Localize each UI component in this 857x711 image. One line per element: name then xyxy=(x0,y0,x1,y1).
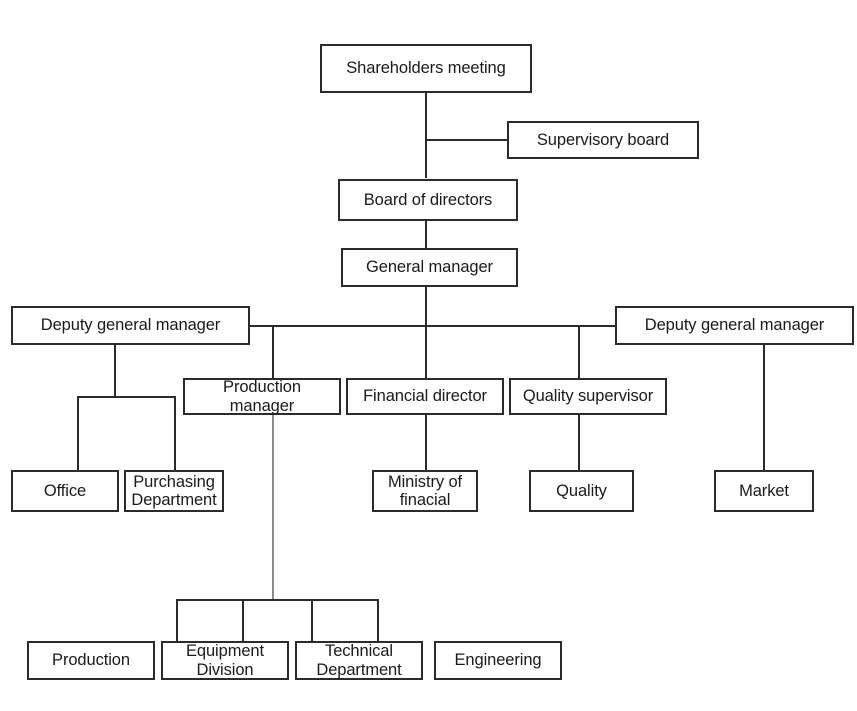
node-label-office: Office xyxy=(43,481,87,500)
node-label-deputy-general-manager-right: Deputy general manager xyxy=(644,316,825,335)
node-deputy-general-manager-right[interactable]: Deputy general manager xyxy=(615,306,854,345)
node-label-production-manager: Production manager xyxy=(223,378,301,415)
connector-bar-to-financial-director xyxy=(425,325,427,378)
node-production[interactable]: Production xyxy=(27,641,155,680)
node-quality-supervisor[interactable]: Quality supervisor xyxy=(509,378,667,415)
node-label-general-manager: General manager xyxy=(366,258,493,277)
node-general-manager[interactable]: General manager xyxy=(341,248,518,287)
node-label-equipment-division: Equipment Division xyxy=(186,642,264,679)
node-label-production: Production xyxy=(52,651,130,670)
node-ministry-of-finacial[interactable]: Ministry of finacial xyxy=(372,470,478,512)
node-label-engineering: Engineering xyxy=(454,651,542,670)
connector-bar-to-quality-supervisor xyxy=(578,325,580,378)
connector-executive-distribution-bar xyxy=(250,325,616,327)
connector-lower-bar-drop-3 xyxy=(311,599,313,641)
node-label-quality: Quality xyxy=(556,481,607,500)
connector-left-deputy-to-purchasing xyxy=(174,396,176,470)
node-purchasing-department[interactable]: Purchasing Department xyxy=(124,470,224,512)
node-label-purchasing-department: Purchasing Department xyxy=(131,472,217,509)
connector-quality-supervisor-to-quality xyxy=(578,415,580,470)
node-financial-director[interactable]: Financial director xyxy=(346,378,504,415)
node-board-of-directors[interactable]: Board of directors xyxy=(338,179,518,221)
node-supervisory-board[interactable]: Supervisory board xyxy=(507,121,699,159)
connector-bar-to-production-manager xyxy=(272,325,274,378)
connector-general-manager-down xyxy=(425,287,427,326)
node-label-shareholders-meeting: Shareholders meeting xyxy=(346,59,506,78)
node-technical-department[interactable]: Technical Department xyxy=(295,641,423,680)
connector-spine-to-supervisory-board xyxy=(425,139,508,141)
node-market[interactable]: Market xyxy=(714,470,814,512)
connector-lower-bar-drop-4 xyxy=(377,599,379,641)
connector-lower-bar-drop-2 xyxy=(242,599,244,641)
connector-financial-director-to-ministry xyxy=(425,415,427,470)
connector-left-deputy-bar xyxy=(77,396,176,398)
node-equipment-division[interactable]: Equipment Division xyxy=(161,641,289,680)
connector-left-deputy-down xyxy=(114,345,116,397)
node-shareholders-meeting[interactable]: Shareholders meeting xyxy=(320,44,532,93)
connector-production-manager-to-lower-cluster xyxy=(272,415,274,600)
node-label-market: Market xyxy=(739,481,789,500)
connector-lower-cluster-bar xyxy=(176,599,379,601)
node-label-ministry-of-finacial: Ministry of finacial xyxy=(387,472,463,509)
node-production-manager[interactable]: Production manager xyxy=(183,378,341,415)
connector-lower-bar-drop-1 xyxy=(176,599,178,641)
node-label-technical-department: Technical Department xyxy=(316,642,402,679)
node-label-deputy-general-manager-left: Deputy general manager xyxy=(40,316,221,335)
node-office[interactable]: Office xyxy=(11,470,119,512)
node-deputy-general-manager-left[interactable]: Deputy general manager xyxy=(11,306,250,345)
connector-board-to-general-manager xyxy=(425,221,427,249)
node-engineering[interactable]: Engineering xyxy=(434,641,562,680)
node-label-supervisory-board: Supervisory board xyxy=(536,130,670,149)
connector-right-deputy-to-market xyxy=(763,345,765,470)
connector-shareholders-to-board xyxy=(425,92,427,178)
node-label-quality-supervisor: Quality supervisor xyxy=(522,387,654,406)
node-label-board-of-directors: Board of directors xyxy=(363,190,493,209)
connector-left-deputy-to-office xyxy=(77,396,79,470)
node-label-financial-director: Financial director xyxy=(363,387,487,406)
node-quality[interactable]: Quality xyxy=(529,470,634,512)
